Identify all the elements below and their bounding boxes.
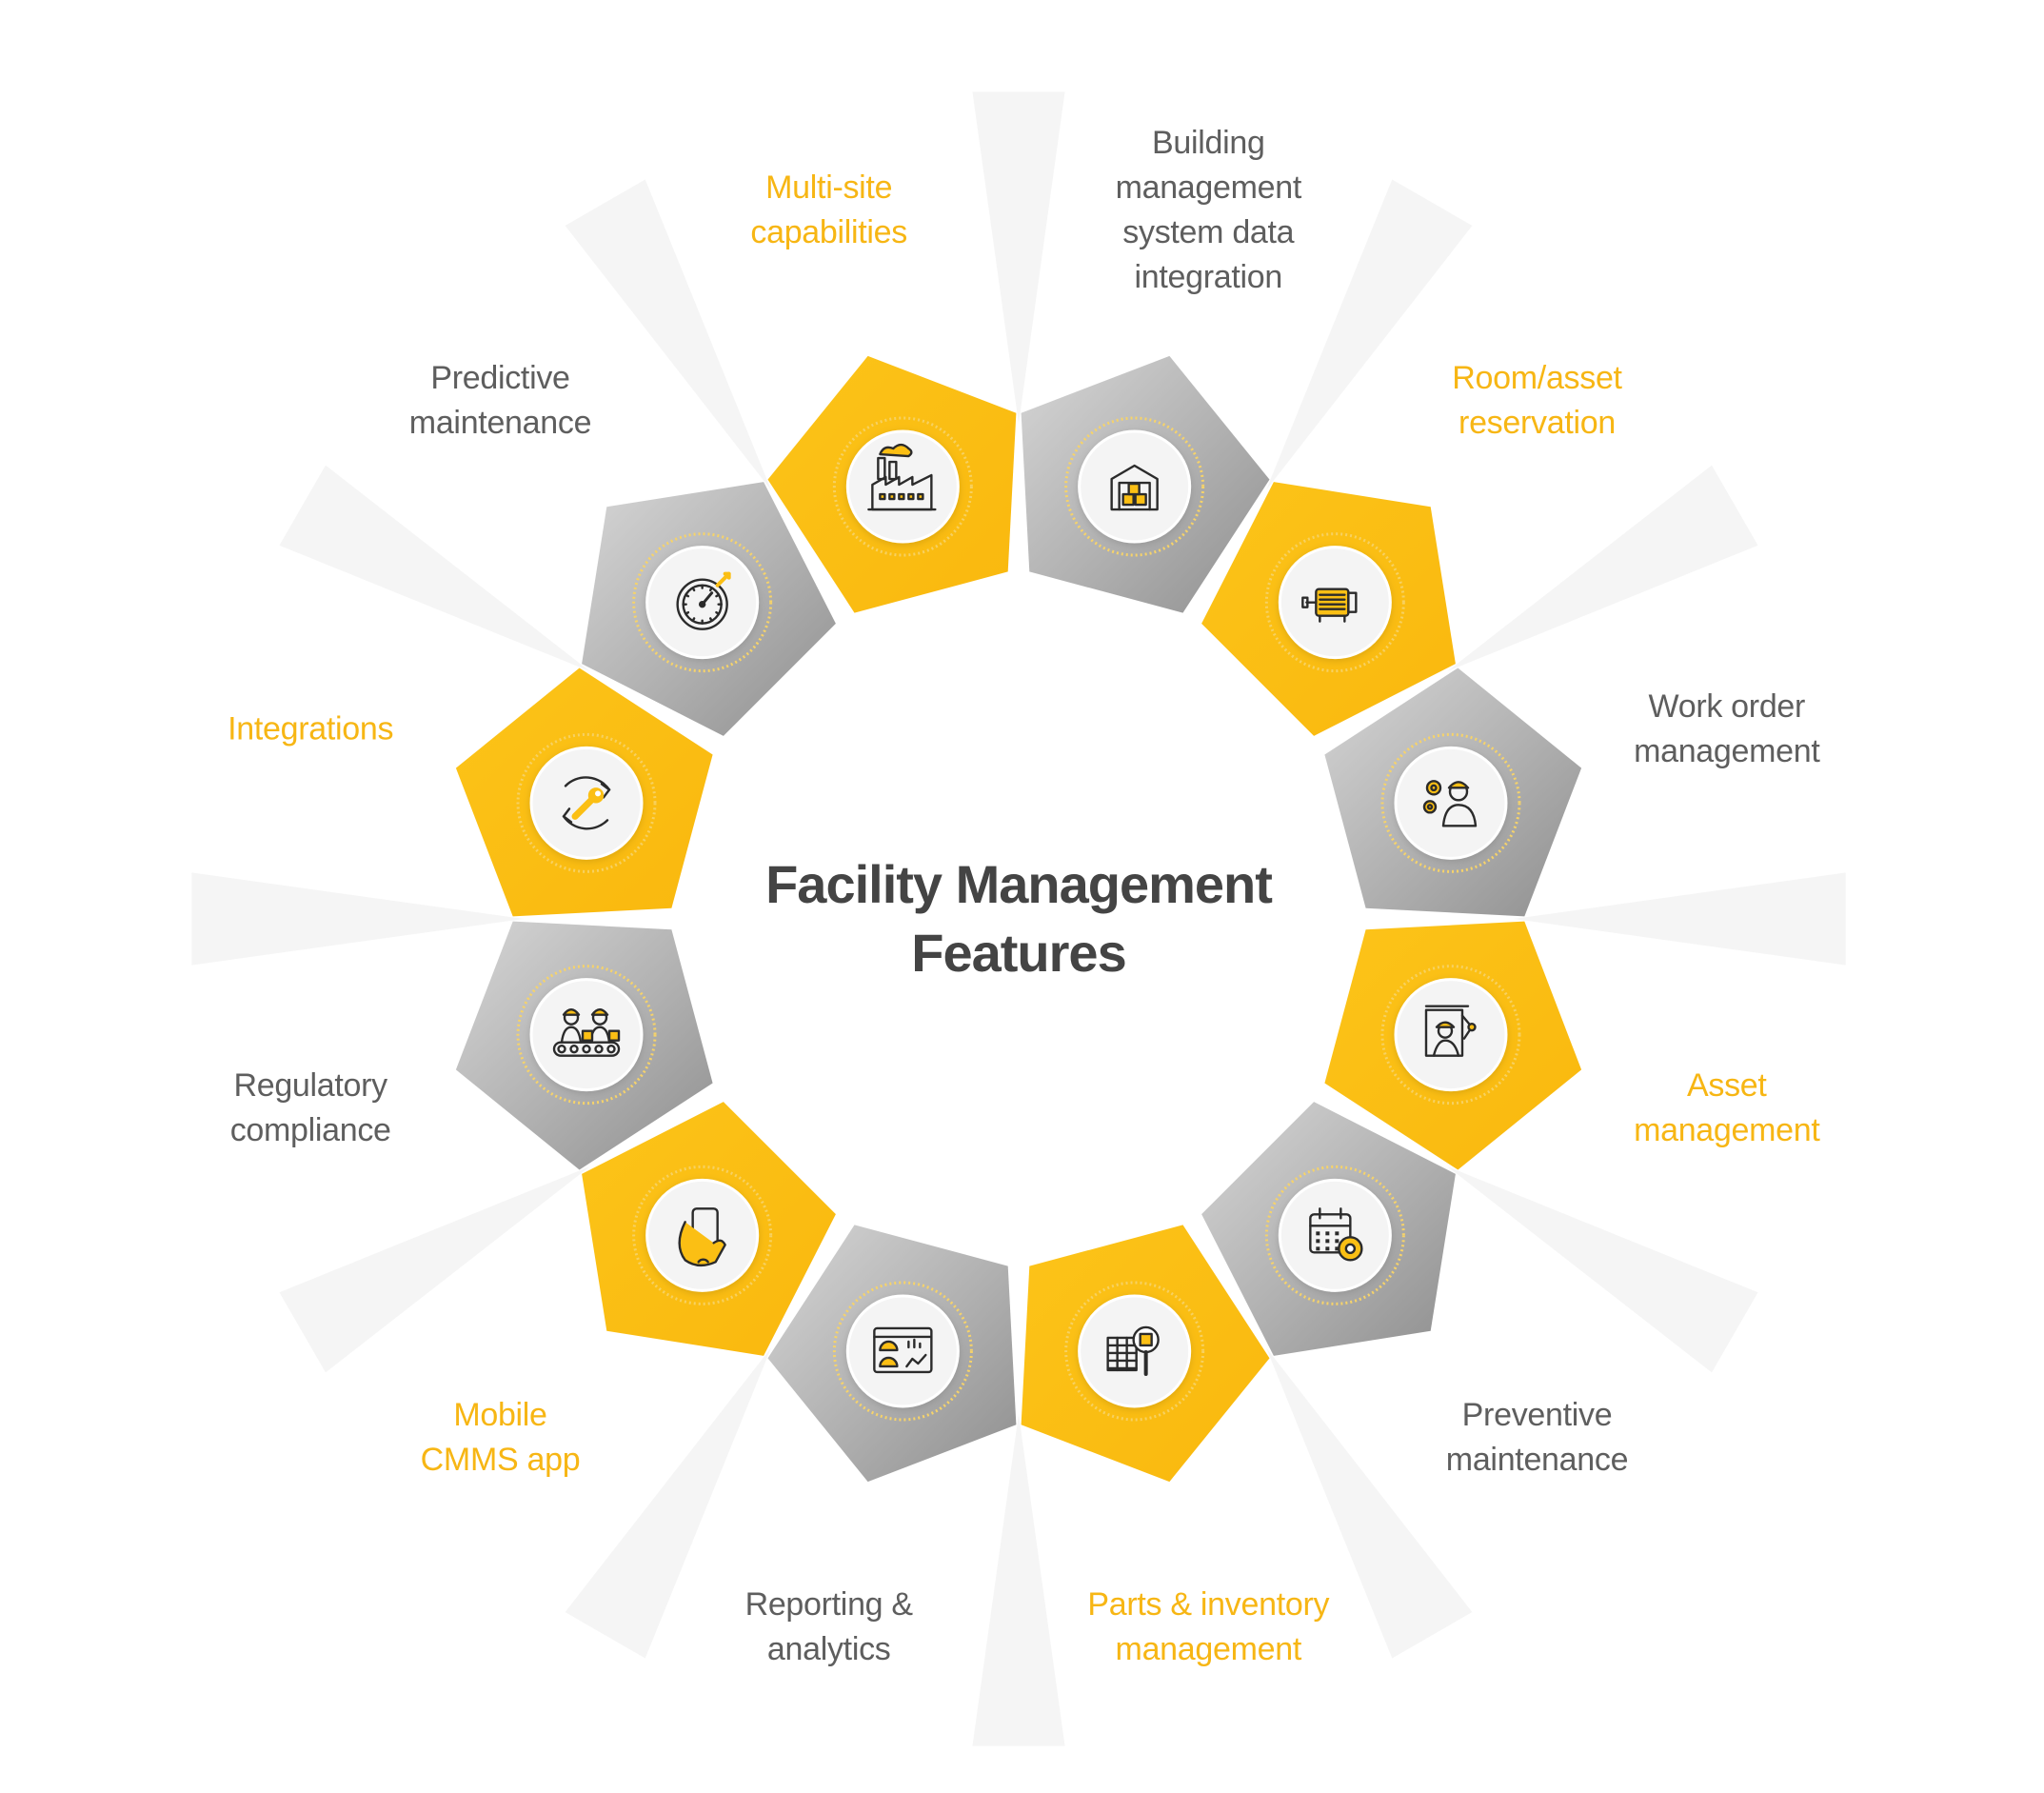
dotted-ring [632,1165,773,1305]
dotted-ring [516,965,657,1106]
light-ray [565,1347,771,1659]
mobile-hand-icon [678,1207,726,1267]
motor-icon [1301,588,1358,623]
feature-label-3: Work order management [1634,687,1820,769]
background-rays [191,91,1846,1746]
feature-label-8: Mobile CMMS app [420,1396,581,1478]
light-ray [972,91,1065,424]
light-ray [972,1414,1065,1746]
feature-label-12: Multi-site capabilities [750,169,907,251]
feature-label-5: Preventive maintenance [1445,1396,1629,1478]
feature-label-11: Predictive maintenance [408,359,592,441]
dotted-ring [1264,1165,1405,1305]
diagram-title-line-1: Facility Management [765,854,1273,914]
dotted-ring [832,1281,973,1422]
dotted-ring [1064,416,1205,557]
light-ray [1447,1166,1758,1373]
dotted-ring [832,416,973,557]
feature-label-9: Regulatory compliance [229,1067,391,1149]
light-ray [1514,872,1846,966]
dotted-ring [516,732,657,873]
worker-gears-icon [1422,780,1478,827]
icon-circle [845,429,960,544]
light-ray [279,465,590,671]
feature-icons [552,443,1478,1376]
dotted-ring [1380,965,1521,1106]
workers-conveyor-icon [552,1007,621,1057]
gauge-icon [676,571,731,630]
feature-label-4: Asset management [1634,1067,1820,1149]
dotted-ring [1264,532,1405,673]
factory-icon [867,443,937,511]
light-ray [1266,1347,1473,1659]
diagram-title: Facility Management Features [765,850,1273,987]
dotted-ring [1380,732,1521,873]
icon-circle [845,1294,960,1408]
dotted-ring [1064,1281,1205,1422]
feature-label-10: Integrations [228,710,394,747]
dashboard-icon [873,1326,933,1374]
light-ray [1266,179,1473,490]
inventory-search-icon [1106,1325,1160,1376]
icon-circle [1078,1294,1192,1408]
warehouse-icon [1110,464,1159,511]
light-ray [565,179,771,490]
feature-label-7: Reporting & analytics [744,1585,914,1667]
feature-label-2: Room/asset reservation [1452,359,1622,441]
light-ray [279,1166,590,1373]
dotted-ring [632,532,773,673]
icon-circle [1394,746,1508,860]
engineer-robot-arm-icon [1424,1005,1477,1057]
calendar-gear-icon [1309,1207,1363,1262]
light-ray [1447,465,1758,671]
light-ray [191,872,524,966]
feature-label-6: Parts & inventory management [1087,1585,1330,1667]
wrench-cycle-icon [562,776,611,830]
feature-label-1: Building management system data integrat… [1115,125,1302,296]
diagram-title-line-2: Features [911,923,1126,983]
